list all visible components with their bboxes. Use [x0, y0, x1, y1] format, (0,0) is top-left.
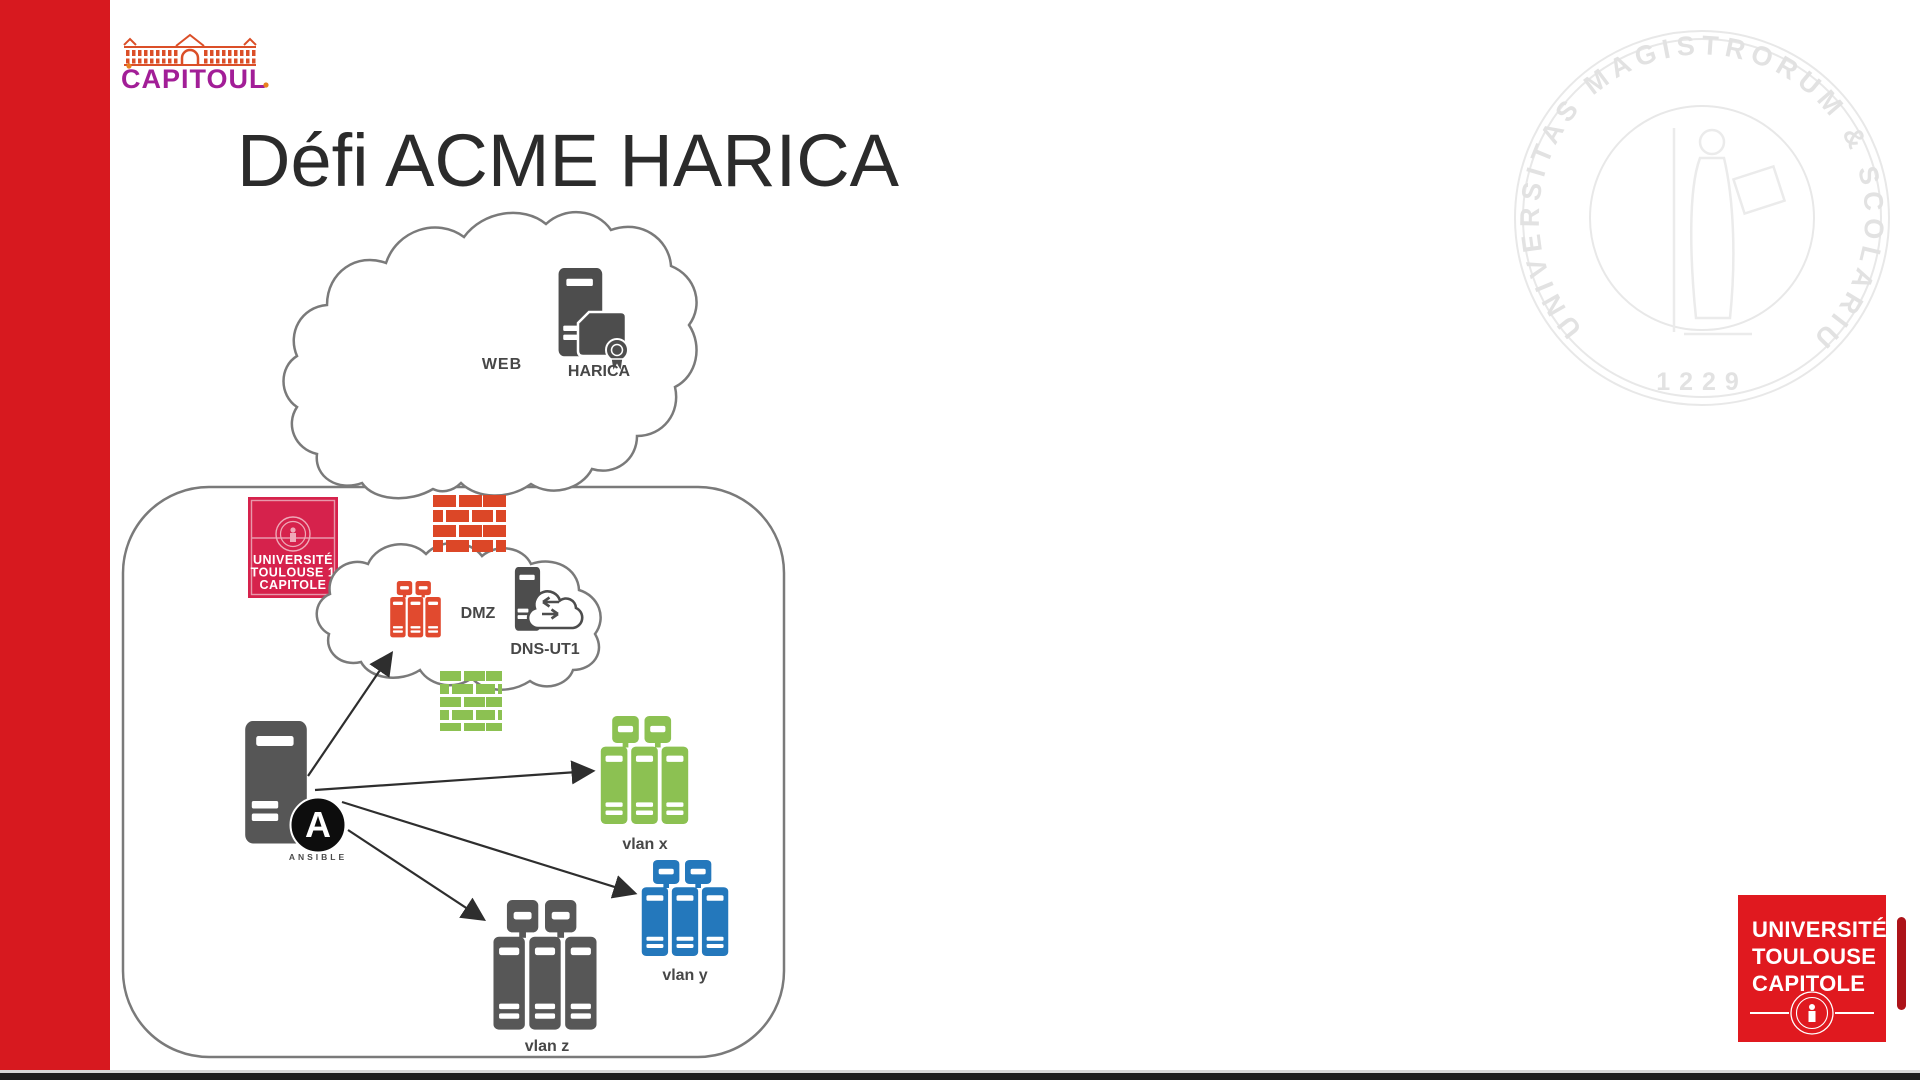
ut1-logo-line1: UNIVERSITÉ [253, 552, 333, 567]
capitoul-node-icon [126, 63, 132, 69]
cloud-sync-icon [526, 590, 584, 630]
capitoul-node2-icon [263, 82, 269, 88]
ansible-logo-icon: A [289, 796, 347, 854]
capitoul-logo: CAPITOUL [121, 33, 269, 94]
utc-logo: UNIVERSITÉ TOULOUSE CAPITOLE [1738, 895, 1887, 1042]
arrow-to-vlan-x [314, 760, 596, 792]
capitoul-wordmark: CAPITOUL [121, 64, 267, 94]
seal-figure-icon [1672, 128, 1787, 336]
harica-label: HARICA [568, 363, 631, 380]
certificate-icon [576, 310, 629, 375]
internal-firewall-icon [440, 671, 502, 731]
ut1-seal-icon [275, 516, 311, 552]
ut1-logo: UNIVERSITÉ TOULOUSE 1 CAPITOLE [248, 497, 338, 598]
utc-seal-icon [1750, 991, 1874, 1035]
vlan-y-servers-icon [641, 860, 729, 956]
ansible-logo-letter: A [305, 804, 331, 845]
arrow-to-vlan-y [341, 800, 638, 899]
capitoul-building-windows-icon [126, 50, 256, 64]
left-accent-bar [0, 0, 110, 1072]
vlan-x-label: vlan x [622, 836, 667, 853]
vlan-y-label: vlan y [662, 967, 707, 984]
ansible-label: ANSIBLE [289, 852, 347, 862]
bottom-divider [0, 1070, 1920, 1073]
vlan-z-label: vlan z [525, 1038, 569, 1055]
ut1-logo-line2: TOULOUSE 1 [251, 566, 336, 580]
vlan-x-servers-icon [600, 716, 689, 824]
bottom-bar [0, 1073, 1920, 1080]
arrow-to-vlan-z [347, 829, 487, 921]
arrow-to-dmz [307, 650, 394, 777]
seal-outer-ring2-icon [1522, 38, 1882, 398]
slide-title: Défi ACME HARICA [237, 119, 900, 202]
utc-logo-line2: TOULOUSE [1752, 944, 1876, 969]
web-label: WEB [482, 356, 522, 373]
right-edge-accent [1897, 917, 1906, 1010]
capitoul-building-icon [123, 33, 257, 66]
dns-ut1-label: DNS-UT1 [510, 641, 579, 658]
vlan-z-servers-icon [493, 900, 597, 1030]
seal-inner-ring-icon [1589, 105, 1815, 331]
university-seal-watermark: UNIVERSITAS MAGISTRORUM & SCOLARIUM 1229 [0, 0, 1890, 406]
external-firewall-icon [433, 495, 506, 553]
seal-outer-ring-icon [1514, 30, 1890, 406]
ut1-logo-line3: CAPITOLE [260, 578, 327, 592]
utc-logo-line1: UNIVERSITÉ [1752, 917, 1887, 942]
seal-year: 1229 [1656, 368, 1748, 396]
dmz-label: DMZ [461, 605, 496, 622]
